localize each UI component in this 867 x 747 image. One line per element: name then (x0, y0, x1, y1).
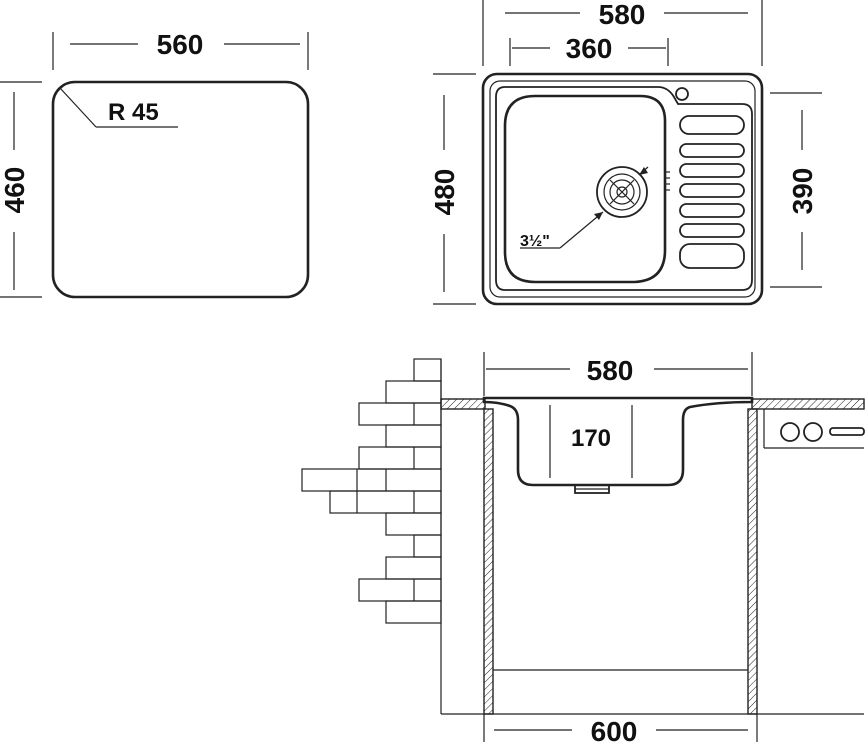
cooktop-appliance (763, 409, 865, 449)
cutout-radius-label: R 45 (108, 99, 159, 126)
cutout-width-label: 560 (157, 29, 204, 60)
sink-bowl (503, 94, 667, 284)
brick-wall (301, 358, 442, 714)
knob-icon (780, 422, 800, 442)
tap-hole (675, 87, 689, 101)
section-width-label: 580 (587, 355, 634, 386)
cutout-view: 560 460 R 45 (0, 29, 310, 299)
handle-icon (829, 427, 865, 436)
countertop-right (751, 398, 865, 410)
sink-outer-rim (481, 72, 764, 306)
sink-deck-contour (495, 86, 753, 291)
sink-inner-rim (489, 80, 756, 298)
overflow-slots (664, 171, 670, 191)
drain-size-label: 3½" (520, 233, 550, 250)
bowl-width-label: 360 (566, 33, 613, 64)
cabinet-left-panel (483, 408, 494, 715)
section-depth-label: 170 (571, 425, 611, 452)
cabinet-width-label: 600 (591, 716, 638, 742)
sink-section-profile (482, 396, 754, 487)
cutout-height-label: 460 (0, 167, 30, 214)
cabinet-right-panel (747, 408, 758, 715)
knob-icon (803, 422, 823, 442)
bowl-height-label: 390 (787, 168, 818, 215)
overall-height-label: 480 (429, 169, 460, 216)
sink-top-view: 3½" 580 360 480 390 (429, 0, 822, 306)
cutout-outline (51, 80, 310, 299)
drain-icon (596, 166, 648, 218)
overall-width-label: 580 (599, 0, 646, 30)
sink-section-view: 580 170 600 (301, 352, 865, 747)
countertop-left (440, 398, 486, 410)
drainer-ribs (679, 115, 745, 269)
